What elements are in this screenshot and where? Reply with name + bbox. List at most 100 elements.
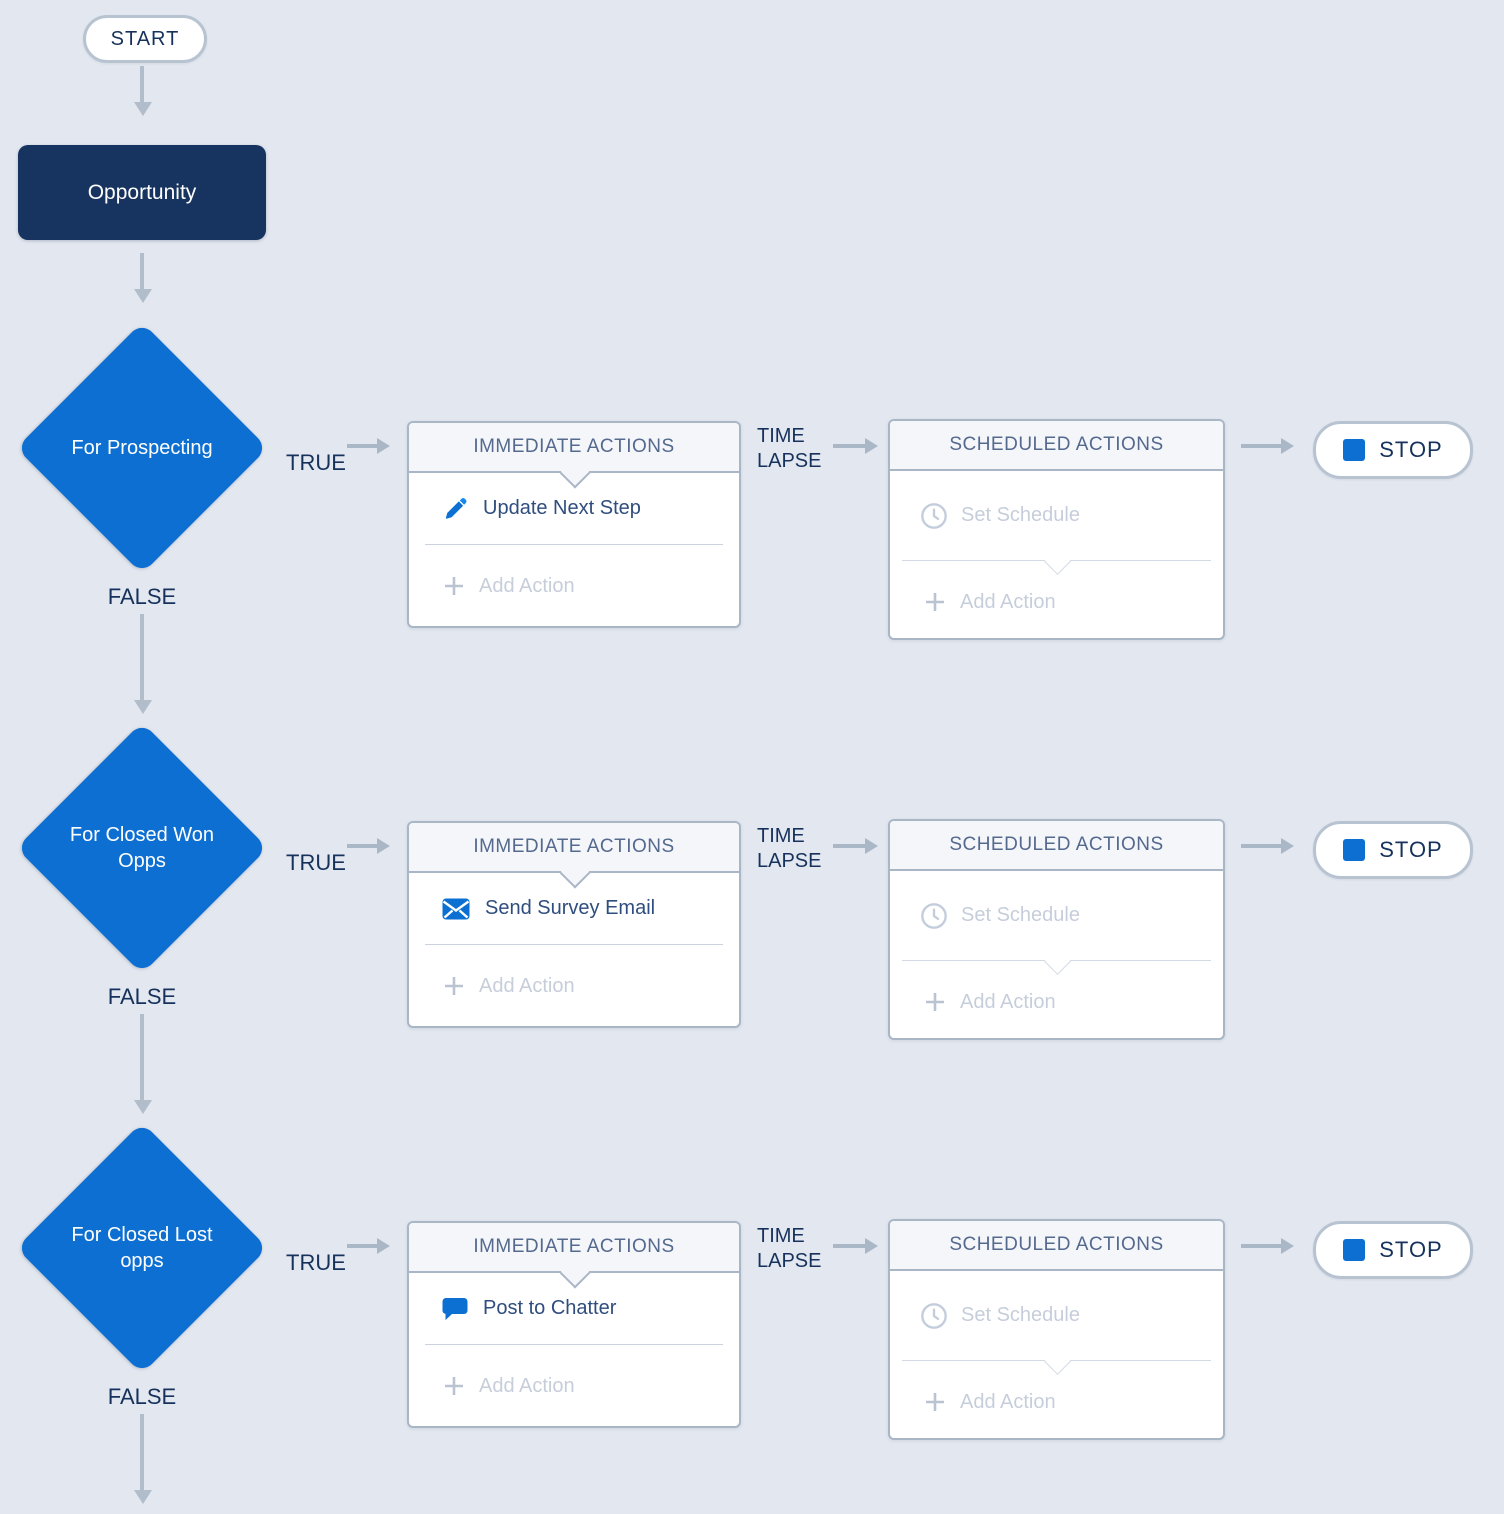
flow-arrow-right: [1241, 844, 1283, 848]
flow-arrowhead-right: [1281, 438, 1294, 454]
time-lapse-label: TIME LAPSE: [757, 425, 822, 472]
add-action-label: Add Action: [479, 974, 575, 997]
flow-arrowhead-down: [134, 1100, 152, 1114]
immediate-actions-header: IMMEDIATE ACTIONS: [409, 823, 739, 889]
stop-icon: [1343, 839, 1366, 861]
stop-label: STOP: [1379, 437, 1443, 462]
scheduled-actions-card: SCHEDULED ACTIONS Set Schedule Add Actio…: [888, 419, 1225, 640]
criteria-label: For Closed Lost opps: [71, 1224, 213, 1272]
flow-arrowhead-right: [865, 1238, 878, 1254]
flow-arrowhead-right: [1281, 838, 1294, 854]
pencil-icon: [442, 496, 468, 522]
immediate-actions-title: IMMEDIATE ACTIONS: [473, 436, 675, 457]
flow-arrow-right: [1241, 444, 1283, 448]
action-item[interactable]: Send Survey Email: [409, 873, 739, 944]
flow-arrow-right: [833, 844, 867, 848]
opportunity-trigger[interactable]: Opportunity: [18, 145, 266, 240]
add-action-button[interactable]: Add Action: [890, 1361, 1223, 1443]
true-label: TRUE: [286, 850, 346, 875]
true-label: TRUE: [286, 450, 346, 475]
flow-arrowhead-right: [377, 1238, 390, 1254]
start-label: START: [110, 27, 180, 50]
stop-label: STOP: [1379, 837, 1443, 862]
flow-arrow-right: [833, 444, 867, 448]
immediate-actions-header: IMMEDIATE ACTIONS: [409, 1223, 739, 1289]
add-action-label: Add Action: [960, 1390, 1056, 1413]
add-action-button[interactable]: Add Action: [890, 961, 1223, 1043]
scheduled-actions-title: SCHEDULED ACTIONS: [949, 834, 1164, 855]
set-schedule-button[interactable]: Set Schedule: [890, 1271, 1223, 1360]
divider: [425, 1344, 723, 1345]
flow-arrow-down: [140, 1014, 144, 1102]
clock-icon: [920, 1302, 948, 1330]
flow-arrowhead-right: [865, 438, 878, 454]
time-lapse-label: TIME LAPSE: [757, 1225, 822, 1272]
scheduled-actions-header: SCHEDULED ACTIONS: [890, 421, 1223, 471]
flow-arrow-right: [1241, 1244, 1283, 1248]
flow-arrowhead-down: [134, 700, 152, 714]
set-schedule-button[interactable]: Set Schedule: [890, 471, 1223, 560]
flow-arrow-down: [140, 614, 144, 702]
stop-pill: STOP: [1313, 1221, 1473, 1279]
flow-arrowhead-right: [377, 438, 390, 454]
flow-arrowhead-down: [134, 1490, 152, 1504]
set-schedule-label: Set Schedule: [961, 1304, 1080, 1326]
add-action-button[interactable]: Add Action: [409, 1345, 739, 1427]
false-label: FALSE: [107, 984, 177, 1009]
flow-arrow-right: [347, 844, 379, 848]
criteria-label: For Closed Won Opps: [69, 824, 215, 872]
scheduled-actions-card: SCHEDULED ACTIONS Set Schedule Add Actio…: [888, 819, 1225, 1040]
add-action-button[interactable]: Add Action: [409, 945, 739, 1027]
set-schedule-button[interactable]: Set Schedule: [890, 871, 1223, 960]
trigger-label: Opportunity: [87, 180, 197, 204]
action-item[interactable]: Update Next Step: [409, 473, 739, 544]
add-action-button[interactable]: Add Action: [890, 561, 1223, 643]
flow-arrowhead-right: [377, 838, 390, 854]
immediate-actions-card: IMMEDIATE ACTIONS Update Next Step Add A…: [407, 421, 741, 628]
set-schedule-label: Set Schedule: [961, 504, 1080, 526]
chat-icon: [442, 1297, 468, 1321]
envelope-icon: [442, 898, 470, 920]
immediate-actions-card: IMMEDIATE ACTIONS Send Survey Email Add …: [407, 821, 741, 1028]
false-label: FALSE: [107, 584, 177, 609]
stop-pill: STOP: [1313, 821, 1473, 879]
immediate-actions-title: IMMEDIATE ACTIONS: [473, 1236, 675, 1257]
action-label: Send Survey Email: [485, 897, 656, 919]
flow-arrow-right: [347, 444, 379, 448]
scheduled-actions-header: SCHEDULED ACTIONS: [890, 821, 1223, 871]
action-label: Update Next Step: [483, 497, 641, 519]
flow-arrow-right: [833, 1244, 867, 1248]
clock-icon: [920, 902, 948, 930]
start-pill: START: [83, 15, 207, 63]
criteria-diamond[interactable]: For Closed Won Opps: [16, 722, 268, 974]
scheduled-actions-title: SCHEDULED ACTIONS: [949, 434, 1164, 455]
plus-icon: [923, 990, 947, 1014]
divider: [425, 544, 723, 545]
add-action-button[interactable]: Add Action: [409, 545, 739, 627]
action-item[interactable]: Post to Chatter: [409, 1273, 739, 1344]
flow-arrow-right: [347, 1244, 379, 1248]
immediate-actions-card: IMMEDIATE ACTIONS Post to Chatter Add Ac…: [407, 1221, 741, 1428]
true-label: TRUE: [286, 1250, 346, 1275]
criteria-label: For Prospecting: [71, 437, 213, 459]
divider: [425, 944, 723, 945]
add-action-label: Add Action: [479, 574, 575, 597]
stop-label: STOP: [1379, 1237, 1443, 1262]
plus-icon: [442, 574, 466, 598]
flow-arrowhead-right: [865, 838, 878, 854]
criteria-diamond[interactable]: For Closed Lost opps: [16, 1122, 268, 1374]
stop-icon: [1343, 1239, 1366, 1261]
criteria-diamond[interactable]: For Prospecting: [16, 322, 268, 574]
plus-icon: [442, 1374, 466, 1398]
flow-arrowhead-down: [134, 102, 152, 116]
flow-arrowhead-right: [1281, 1238, 1294, 1254]
flow-arrow-down: [140, 1414, 144, 1492]
time-lapse-label: TIME LAPSE: [757, 825, 822, 872]
flow-arrow-down: [140, 253, 144, 291]
plus-icon: [442, 974, 466, 998]
stop-icon: [1343, 439, 1366, 461]
immediate-actions-title: IMMEDIATE ACTIONS: [473, 836, 675, 857]
add-action-label: Add Action: [960, 990, 1056, 1013]
immediate-actions-header: IMMEDIATE ACTIONS: [409, 423, 739, 489]
